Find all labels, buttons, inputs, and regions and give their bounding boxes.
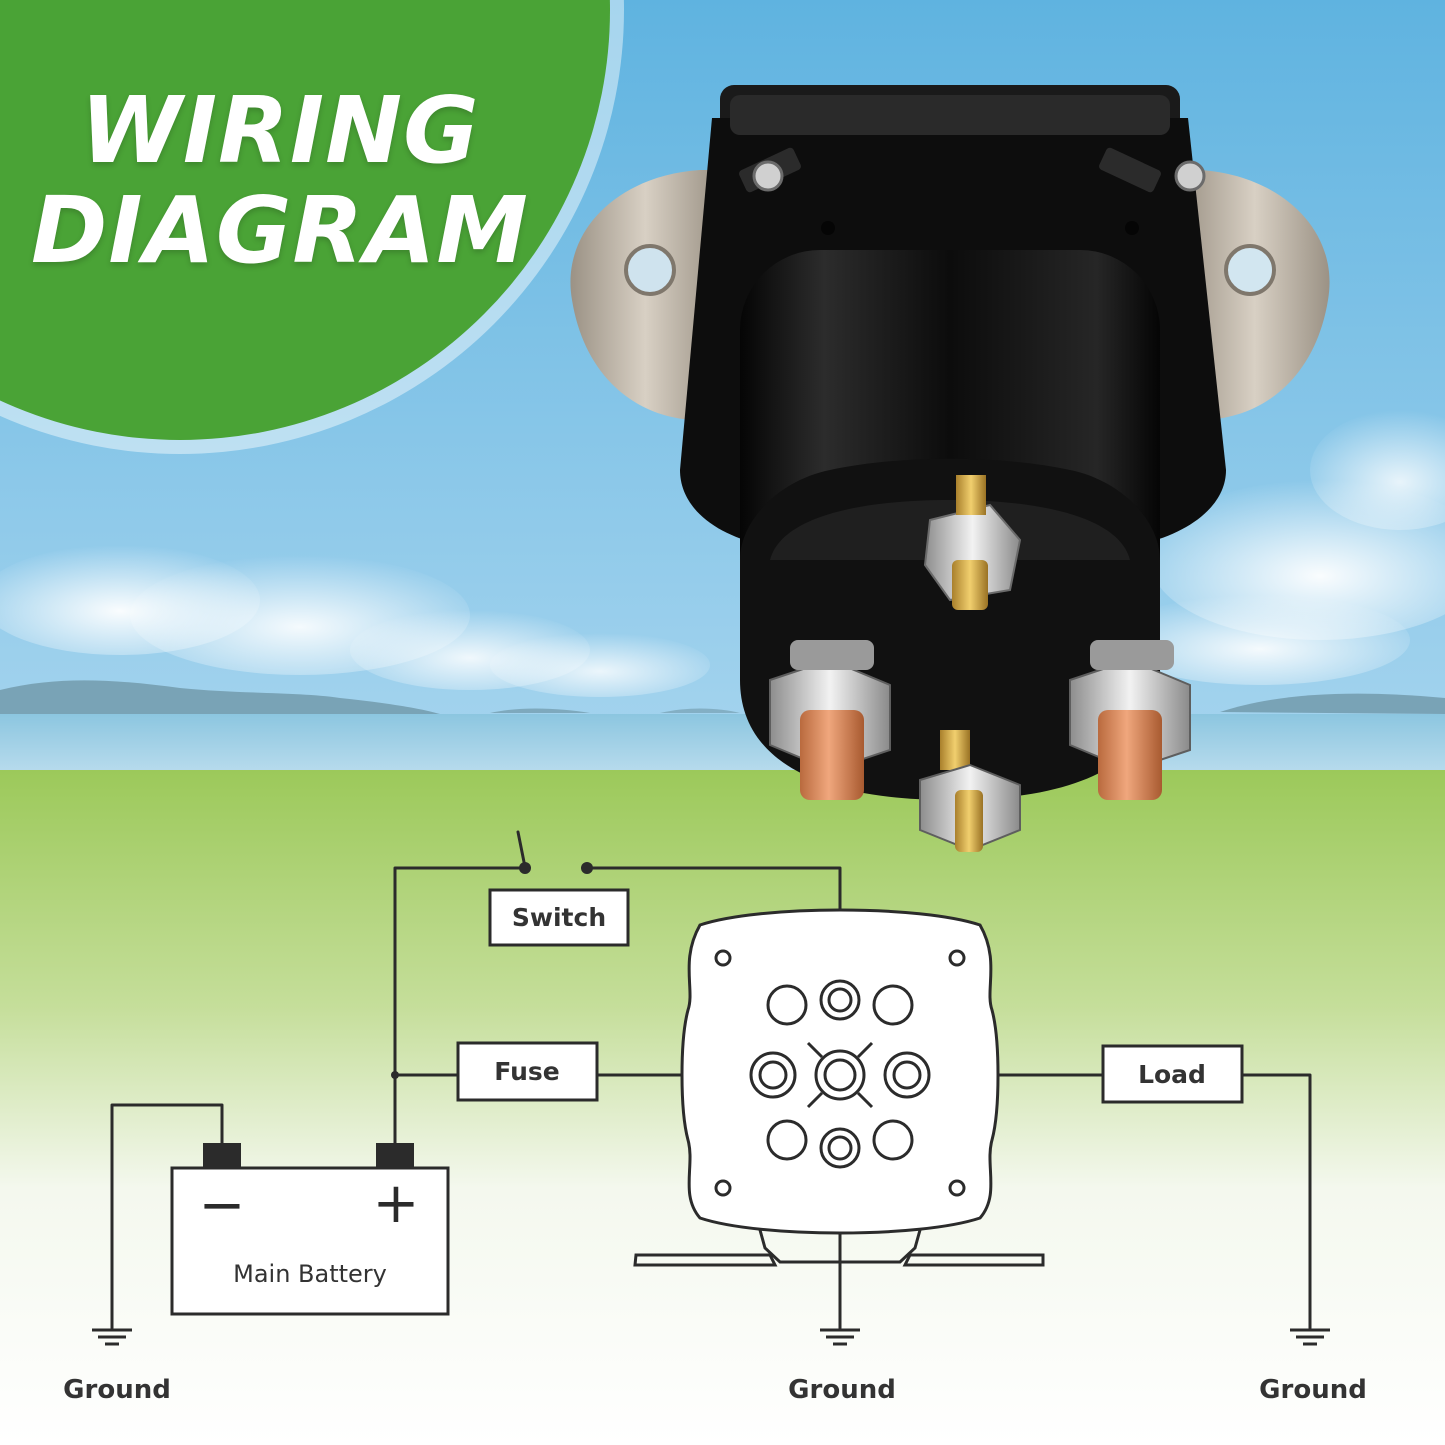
ground-symbol-left: [92, 1328, 132, 1346]
ground-label-left: Ground: [63, 1375, 171, 1405]
battery-positive-terminal: [376, 1143, 414, 1168]
switch-lever: [516, 830, 527, 869]
fuse-label: Fuse: [494, 1057, 559, 1086]
fuse-box: [456, 1041, 599, 1102]
switch-box: [488, 888, 630, 947]
wire-switch-to-battery-positive: [393, 866, 527, 1150]
battery-negative-terminal: [203, 1143, 241, 1168]
switch-contact-left: [519, 862, 531, 874]
switch-label: Switch: [512, 903, 606, 932]
solenoid-product-photo: [570, 85, 1330, 852]
badge-title-line-2: DIAGRAM: [31, 177, 529, 284]
fuse-junction: [391, 1071, 399, 1079]
badge-title-line-1: WIRING: [80, 77, 480, 184]
battery-negative-symbol: −: [199, 1173, 246, 1238]
wire-battery-negative-to-ground: [110, 1103, 224, 1330]
wire-load-to-ground: [1240, 1073, 1312, 1330]
main-battery-label: Main Battery: [233, 1260, 387, 1288]
ground-symbol-right: [1290, 1328, 1330, 1346]
load-label: Load: [1138, 1060, 1206, 1089]
solenoid-schematic: [633, 908, 1045, 1267]
ground-label-right: Ground: [1259, 1375, 1367, 1405]
main-battery: − + Main Battery: [170, 1143, 450, 1316]
switch-contact-right: [581, 862, 593, 874]
battery-positive-symbol: +: [373, 1171, 420, 1236]
ground-symbol-center: [820, 1328, 860, 1346]
load-box: [1101, 1044, 1244, 1104]
ground-label-center: Ground: [788, 1375, 896, 1405]
